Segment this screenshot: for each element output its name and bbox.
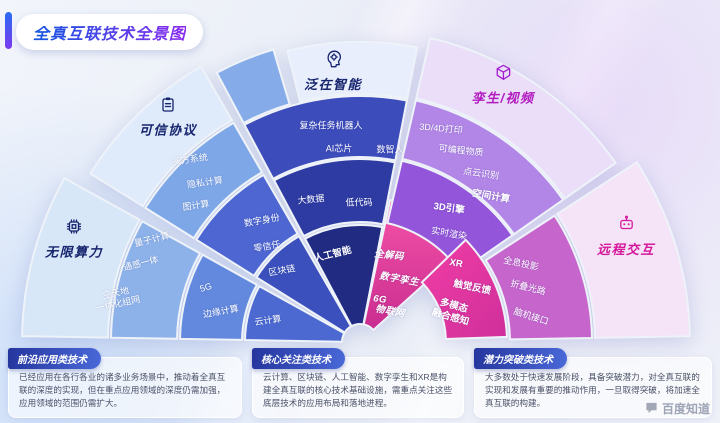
sector-header-ubiquitous-intelligence: 泛在智能: [304, 49, 362, 93]
chat-bubble-icon: [645, 401, 658, 417]
panel-title-badge: 前沿应用类技术: [8, 348, 101, 369]
cube-icon: [494, 64, 512, 87]
tech-label: AI芯片: [325, 143, 353, 154]
title-accent-bar: [5, 12, 12, 49]
sector-label: 泛在智能: [303, 77, 363, 92]
sector-label: 远程交互: [596, 242, 656, 257]
title-pill: 全真互联技术全景图: [16, 14, 204, 50]
sector-label: 孪生/视频: [471, 90, 535, 106]
panel-title-badge: 核心关注类技术: [252, 348, 345, 369]
chip-icon: [65, 218, 83, 241]
watermark-text: 百度知道: [661, 402, 710, 416]
sector-header-unlimited-compute: 无限算力: [45, 218, 103, 261]
core-tech-label: XR: [448, 257, 464, 271]
head-icon: [323, 49, 342, 73]
panel-core-focus: 核心关注类技术 云计算、区块链、人工智能、数字孪生和XR是构建全真互联的核心技术…: [252, 348, 464, 418]
tech-label: 数智人: [376, 144, 404, 155]
sector-label: 无限算力: [44, 244, 104, 260]
tech-label: 低代码: [345, 197, 373, 208]
tech-label: 复杂任务机器人: [299, 120, 363, 131]
panel-frontier-application: 前沿应用类技术 已经应用在各行各业的诸多业务场景中，推动着全真互联的深度的实现，…: [8, 348, 242, 418]
sector-header-trusted-protocol: 可信协议: [139, 96, 197, 139]
sector-label: 可信协议: [138, 122, 198, 138]
clipboard-icon: [159, 96, 177, 119]
robot-icon: [616, 214, 635, 238]
panel-breakthrough-potential: 潜力突破类技术 大多数处于快速发展阶段，具备突破潜力，对全真互联的实现和发展有重…: [474, 348, 712, 418]
panel-title-badge: 潜力突破类技术: [474, 348, 567, 369]
page-title: 全真互联技术全景图: [33, 26, 187, 43]
watermark: 百度知道: [645, 400, 710, 417]
sector-header-remote-interaction: 远程交互: [597, 214, 655, 258]
fan-wedges: [21, 36, 691, 343]
sector-header-twin-video: 孪生/视频: [471, 64, 534, 107]
